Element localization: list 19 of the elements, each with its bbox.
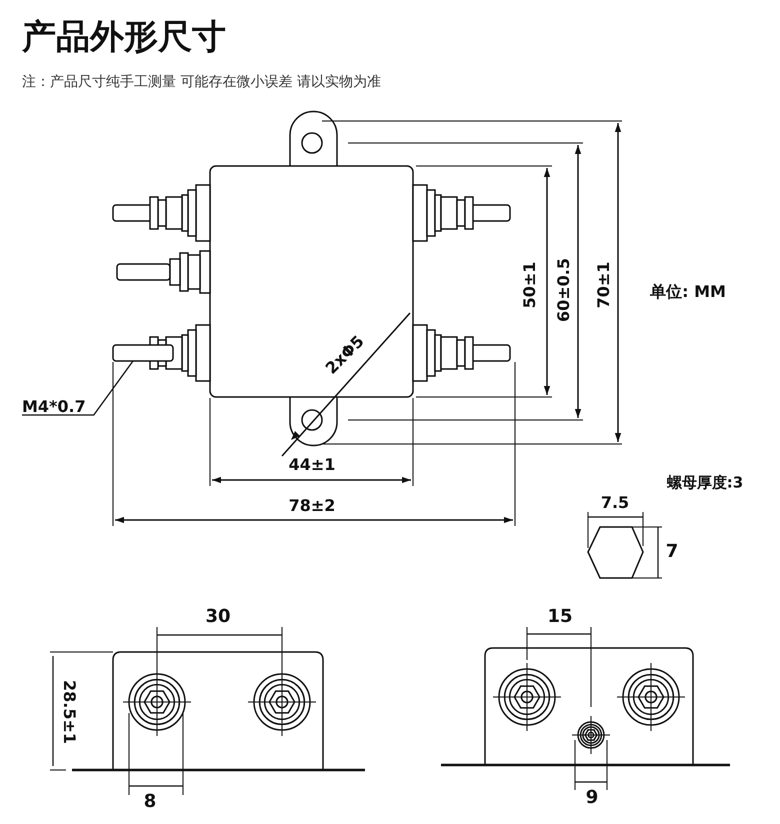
nut-thickness-note: 螺母厚度:3 (666, 476, 744, 490)
terminal-rod (112, 344, 174, 362)
dimension-label: 9 (586, 789, 598, 807)
dimension-label: 70±1 (596, 262, 612, 308)
callout-label: M4*0.7 (22, 399, 86, 415)
dimension-label: 7.5 (600, 495, 630, 511)
dimension-label: 78±2 (288, 498, 336, 514)
unit-note: 单位: MM (650, 284, 726, 300)
dimension-label: 28.5±1 (61, 680, 77, 744)
dimension-label: 50±1 (522, 262, 538, 308)
title: 产品外形尺寸 (22, 20, 226, 54)
dimension-label: 44±1 (288, 457, 336, 473)
dimension-label: 15 (547, 608, 573, 626)
dimension-label: 30 (205, 608, 231, 626)
dimension-label: 8 (144, 793, 156, 811)
dimension-label: 60±0.5 (556, 258, 572, 322)
leader-line (22, 360, 134, 416)
dimension-label: 7 (666, 543, 678, 561)
note-text: 注：产品尺寸纯手工测量 可能存在微小误差 请以实物为准 (22, 75, 381, 89)
